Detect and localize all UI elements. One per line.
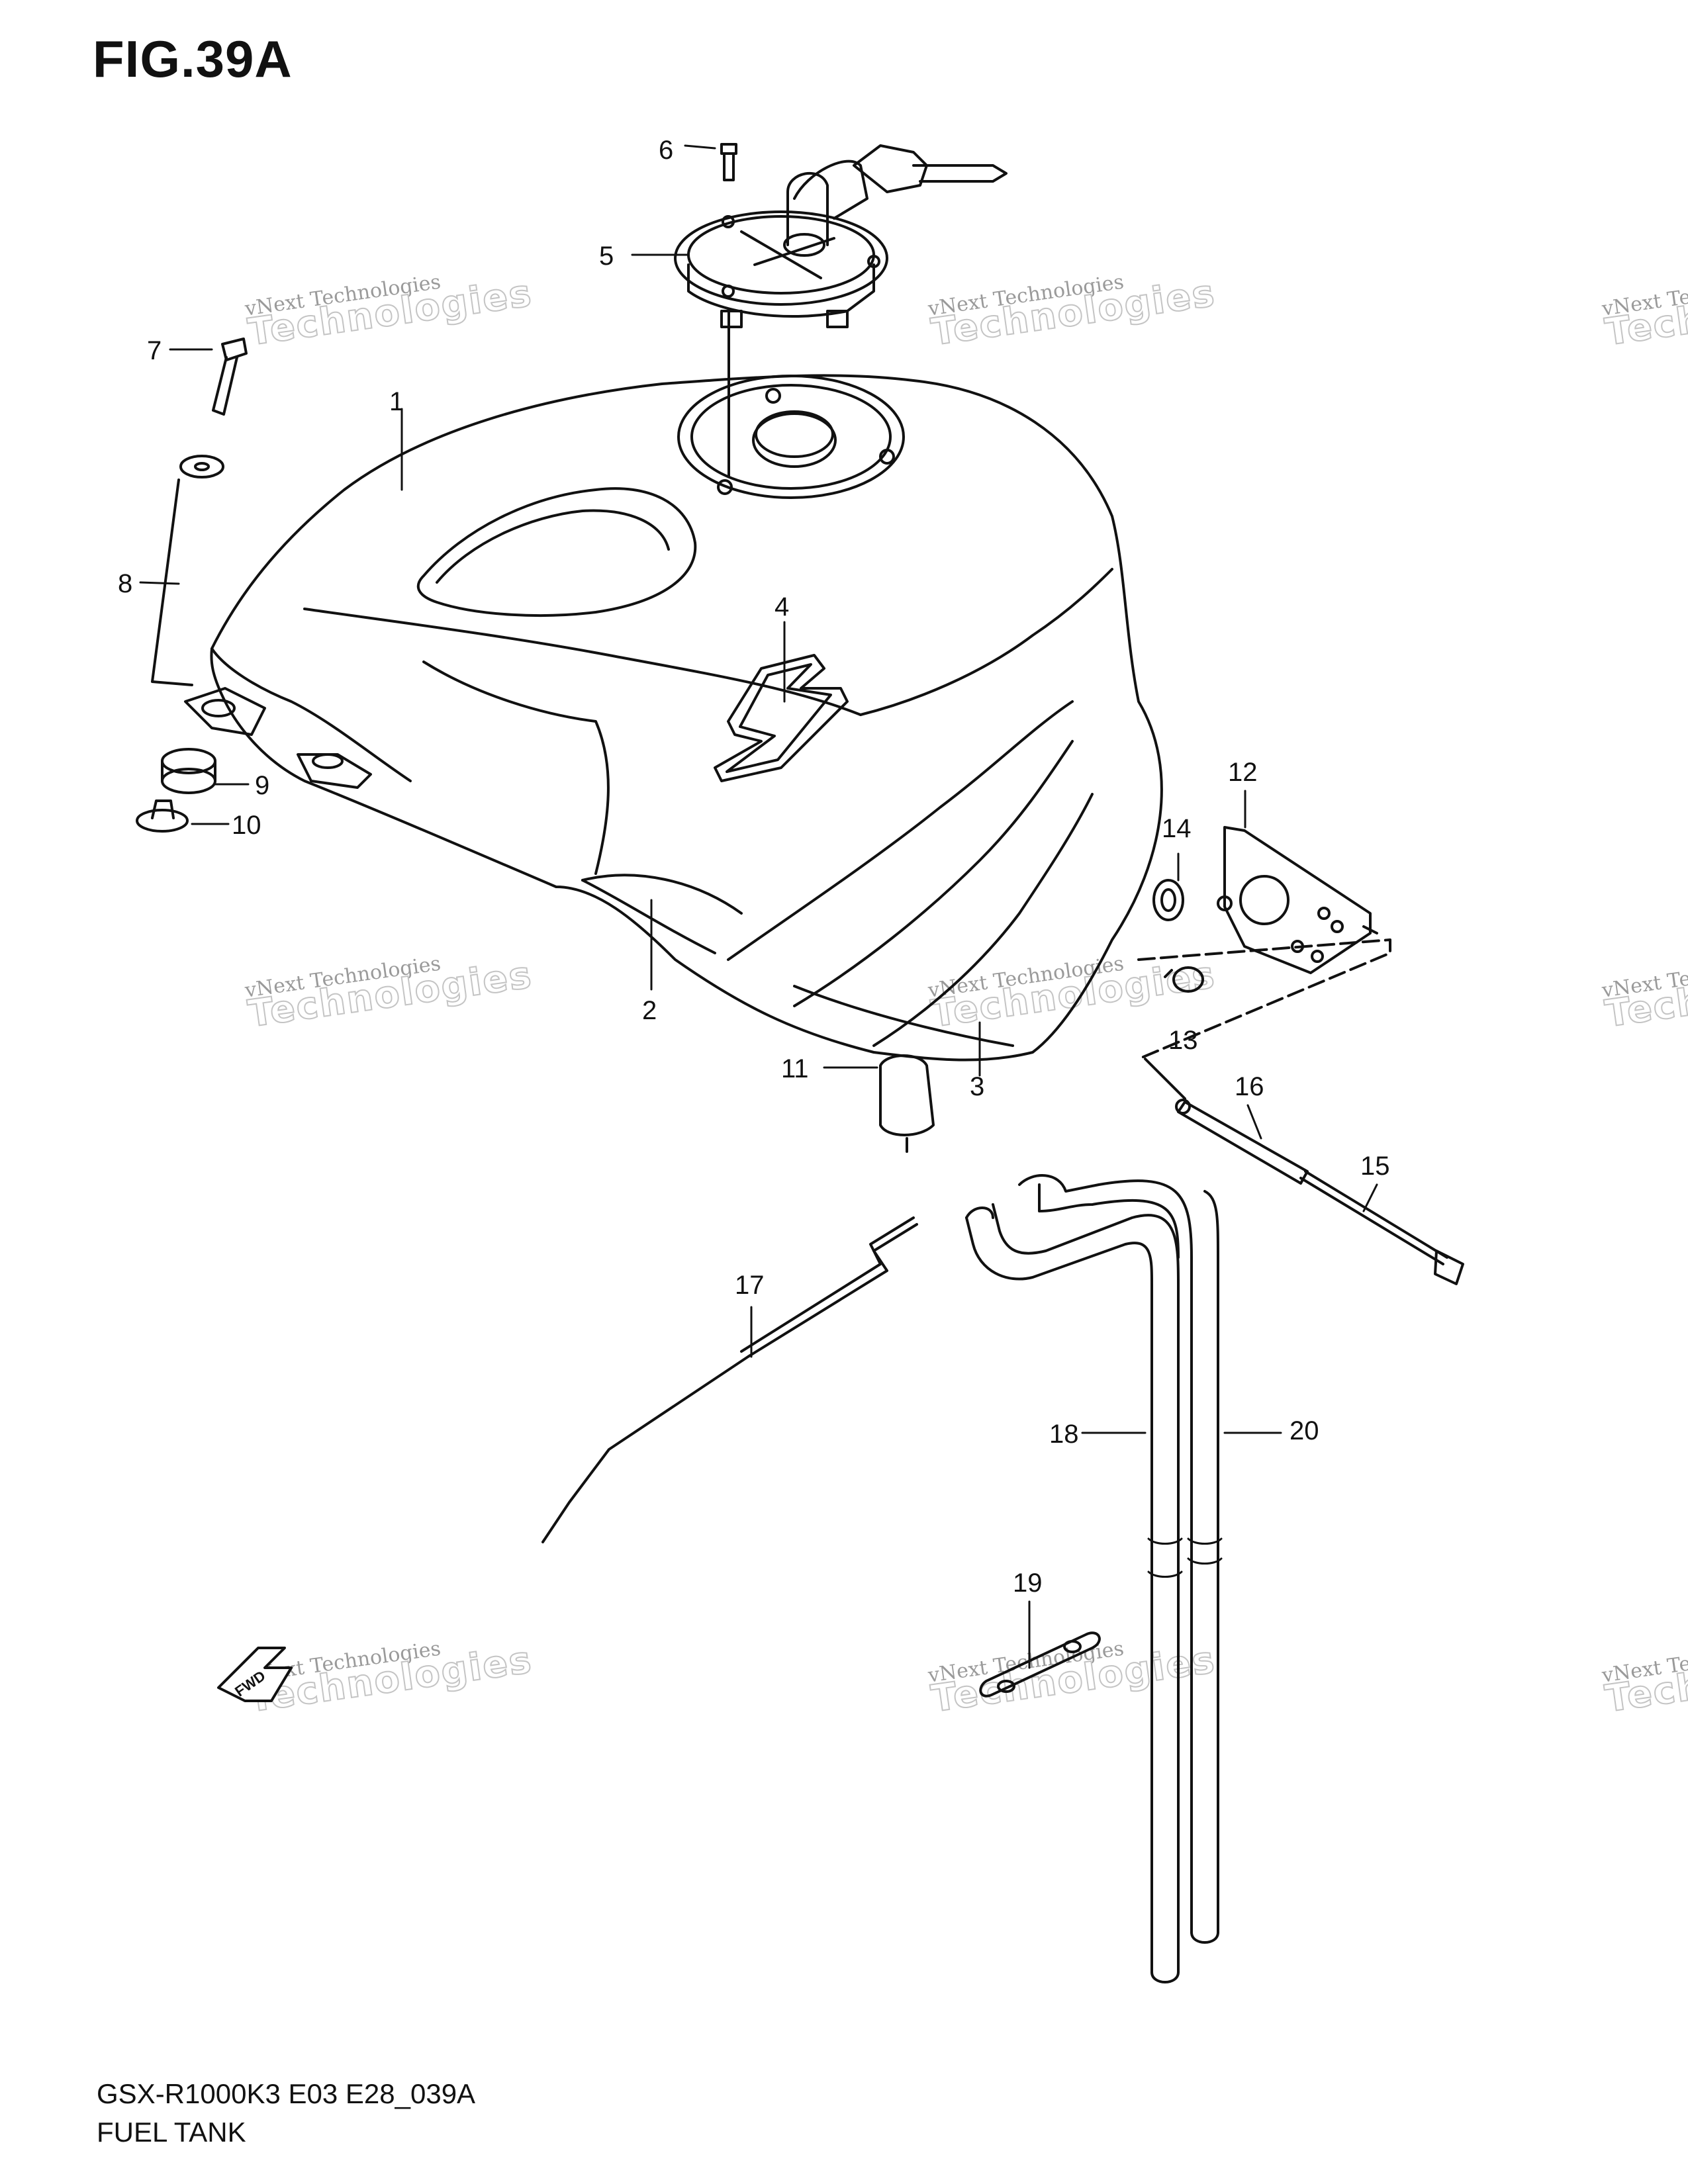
callout-14: 14 (1162, 814, 1192, 843)
callout-16: 16 (1235, 1072, 1264, 1101)
drain-wire-17 (541, 1223, 918, 1543)
callout-leaders (139, 144, 1378, 1669)
callout-11: 11 (781, 1054, 809, 1083)
callout-17: 17 (735, 1271, 765, 1300)
fwd-arrow-icon: FWD (217, 1647, 293, 1702)
leader-line (1144, 1058, 1186, 1100)
callout-9: 9 (255, 771, 269, 800)
callout-3: 3 (970, 1072, 984, 1101)
collar-16 (1175, 1099, 1309, 1185)
clamp-19 (979, 1631, 1101, 1698)
spacer-10 (136, 799, 189, 833)
callout-18: 18 (1049, 1420, 1079, 1449)
callout-15: 15 (1360, 1152, 1390, 1181)
screw-6 (720, 143, 737, 181)
callout-4: 4 (774, 592, 789, 621)
drain-wire-17 (740, 1216, 915, 1353)
hose-18 (965, 1203, 1180, 1983)
model-code: GSX-R1000K3 E03 E28_039A (97, 2078, 476, 2109)
bracket-12 (1217, 826, 1378, 974)
bolt-7 (212, 338, 248, 416)
hose-20 (965, 1174, 1219, 1944)
cushion-9 (161, 748, 216, 794)
hose-break (1147, 1537, 1223, 1578)
callout-13: 13 (1168, 1026, 1198, 1055)
bolt-15 (1299, 1170, 1464, 1285)
section-name: FUEL TANK (97, 2116, 246, 2147)
callout-8: 8 (118, 569, 132, 598)
cushion-11 (879, 1054, 935, 1153)
leader-line (1137, 938, 1391, 1060)
callout-10: 10 (232, 811, 261, 840)
callout-19: 19 (1013, 1569, 1043, 1598)
tank-emblem (714, 654, 849, 782)
callout-numbers: 1 2 3 4 5 6 7 8 9 10 11 12 13 14 15 16 1… (118, 136, 1390, 1598)
grommet-14 (1152, 879, 1184, 921)
fuel-tank (184, 374, 1163, 1062)
callout-5: 5 (599, 242, 614, 271)
washer-8 (179, 455, 224, 478)
callout-20: 20 (1289, 1416, 1319, 1445)
callout-2: 2 (642, 996, 657, 1025)
figure-title: FIG.39A (93, 30, 293, 88)
bolt-13 (1164, 966, 1204, 993)
fuel-cap-assembly (674, 144, 1008, 328)
callout-6: 6 (659, 136, 673, 165)
callout-7: 7 (147, 336, 162, 365)
callout-1: 1 (389, 387, 404, 416)
callout-12: 12 (1228, 758, 1258, 787)
leader-line (151, 478, 193, 686)
